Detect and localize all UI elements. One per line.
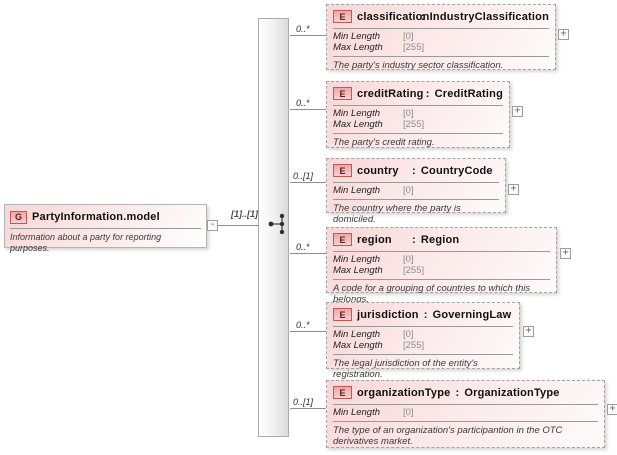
element-type: Region <box>420 233 460 246</box>
facet-label: Min Length <box>333 407 381 418</box>
global-kind-icon: G <box>10 210 27 224</box>
facet-label: Min Length <box>333 185 381 196</box>
element-kind-icon: E <box>333 10 352 23</box>
facet-value: [0] <box>403 31 414 42</box>
root-cardinality-label: [1]..[1] <box>231 209 258 219</box>
facet-label: Min Length <box>333 254 381 265</box>
connector-line <box>290 408 326 409</box>
element-box-jurisdiction[interactable]: E jurisdiction : GoverningLaw Min Length… <box>326 302 520 380</box>
facet-value: [0] <box>403 185 414 196</box>
facet-value: [0] <box>403 407 414 418</box>
element-annotation: A code for a grouping of countries to wh… <box>333 283 531 305</box>
facet-label: Min Length <box>333 329 381 340</box>
divider <box>333 404 598 405</box>
element-kind-icon: E <box>333 308 352 321</box>
element-annotation: The party's credit rating. <box>333 137 435 148</box>
divider <box>10 228 201 229</box>
cardinality-label: 0..* <box>296 320 310 330</box>
element-box-organizationType[interactable]: E organizationType : OrganizationType Mi… <box>326 380 605 448</box>
cardinality-label: 0..* <box>296 242 310 252</box>
facet-label: Max Length <box>333 119 383 130</box>
connector-line <box>290 331 326 332</box>
facet-label: Max Length <box>333 340 383 351</box>
expand-button-classification[interactable]: + <box>558 29 569 40</box>
type-separator: : <box>423 308 428 321</box>
element-kind-icon: E <box>333 87 352 100</box>
facet-value: [0] <box>403 329 414 340</box>
element-annotation: The type of an organization's participan… <box>333 425 563 447</box>
element-name: country <box>357 164 399 177</box>
element-annotation: The party's industry sector classificati… <box>333 60 504 71</box>
divider <box>333 421 598 422</box>
cardinality-label: 0..[1] <box>293 171 314 181</box>
cardinality-label: 0..* <box>296 98 310 108</box>
divider <box>333 326 513 327</box>
element-annotation: The legal jurisdiction of the entity's r… <box>333 358 478 380</box>
type-separator: : <box>412 164 416 177</box>
element-type: OrganizationType <box>464 386 560 399</box>
element-box-creditRating[interactable]: E creditRating : CreditRating Min Length… <box>326 81 510 148</box>
divider <box>333 56 549 57</box>
connector-line <box>290 35 326 36</box>
divider <box>333 28 549 29</box>
type-separator: : <box>455 386 460 399</box>
connector-line <box>290 182 326 183</box>
expand-button-country[interactable]: + <box>508 184 519 195</box>
element-kind-icon: E <box>333 386 352 399</box>
facet-value: [255] <box>403 42 425 53</box>
type-separator: : <box>425 87 430 100</box>
expand-button-jurisdiction[interactable]: + <box>523 326 534 337</box>
expand-button-organizationType[interactable]: + <box>607 404 617 415</box>
collapse-button[interactable]: - <box>207 220 218 231</box>
divider <box>333 133 503 134</box>
root-model-title: PartyInformation.model <box>32 211 160 223</box>
element-name: jurisdiction <box>357 308 419 321</box>
facet-value: [0] <box>403 108 414 119</box>
element-box-classification[interactable]: E classification : IndustryClassificatio… <box>326 4 556 71</box>
facet-label: Min Length <box>333 31 381 42</box>
divider <box>333 199 499 200</box>
element-type: CreditRating <box>434 87 503 100</box>
facet-label: Max Length <box>333 42 383 53</box>
cardinality-label: 0..[1] <box>293 397 314 407</box>
facet-value: [255] <box>403 340 425 351</box>
element-type: GoverningLaw <box>432 308 512 321</box>
element-box-country[interactable]: E country : CountryCode Min Length [0] Th… <box>326 158 506 225</box>
type-separator: : <box>412 233 416 246</box>
element-type: CountryCode <box>420 164 493 177</box>
facet-value: [255] <box>403 265 425 276</box>
divider <box>333 105 503 106</box>
element-type: IndustryClassification <box>429 10 549 23</box>
element-name: classification <box>357 10 430 23</box>
connector-line-root <box>218 225 258 226</box>
root-model-box[interactable]: G PartyInformation.model Information abo… <box>4 204 207 253</box>
facet-value: [255] <box>403 119 425 130</box>
expand-button-creditRating[interactable]: + <box>512 106 523 117</box>
facet-label: Max Length <box>333 265 383 276</box>
connector-line <box>290 253 326 254</box>
element-name: region <box>357 233 392 246</box>
divider <box>333 354 513 355</box>
element-kind-icon: E <box>333 233 352 246</box>
element-kind-icon: E <box>333 164 352 177</box>
sequence-bar <box>258 18 289 437</box>
element-box-region[interactable]: E region : Region Min Length [0] Max Leng… <box>326 227 557 305</box>
cardinality-label: 0..* <box>296 24 310 34</box>
connector-line <box>290 109 326 110</box>
element-annotation: The country where the party is domiciled… <box>333 203 461 225</box>
root-model-description: Information about a party for reporting … <box>10 232 162 253</box>
divider <box>333 279 550 280</box>
divider <box>333 182 499 183</box>
sequence-model-group-icon <box>268 213 285 235</box>
element-name: creditRating <box>357 87 424 100</box>
facet-label: Min Length <box>333 108 381 119</box>
element-name: organizationType <box>357 386 451 399</box>
divider <box>333 251 550 252</box>
type-separator: : <box>420 10 425 23</box>
expand-button-region[interactable]: + <box>560 248 571 259</box>
facet-value: [0] <box>403 254 414 265</box>
